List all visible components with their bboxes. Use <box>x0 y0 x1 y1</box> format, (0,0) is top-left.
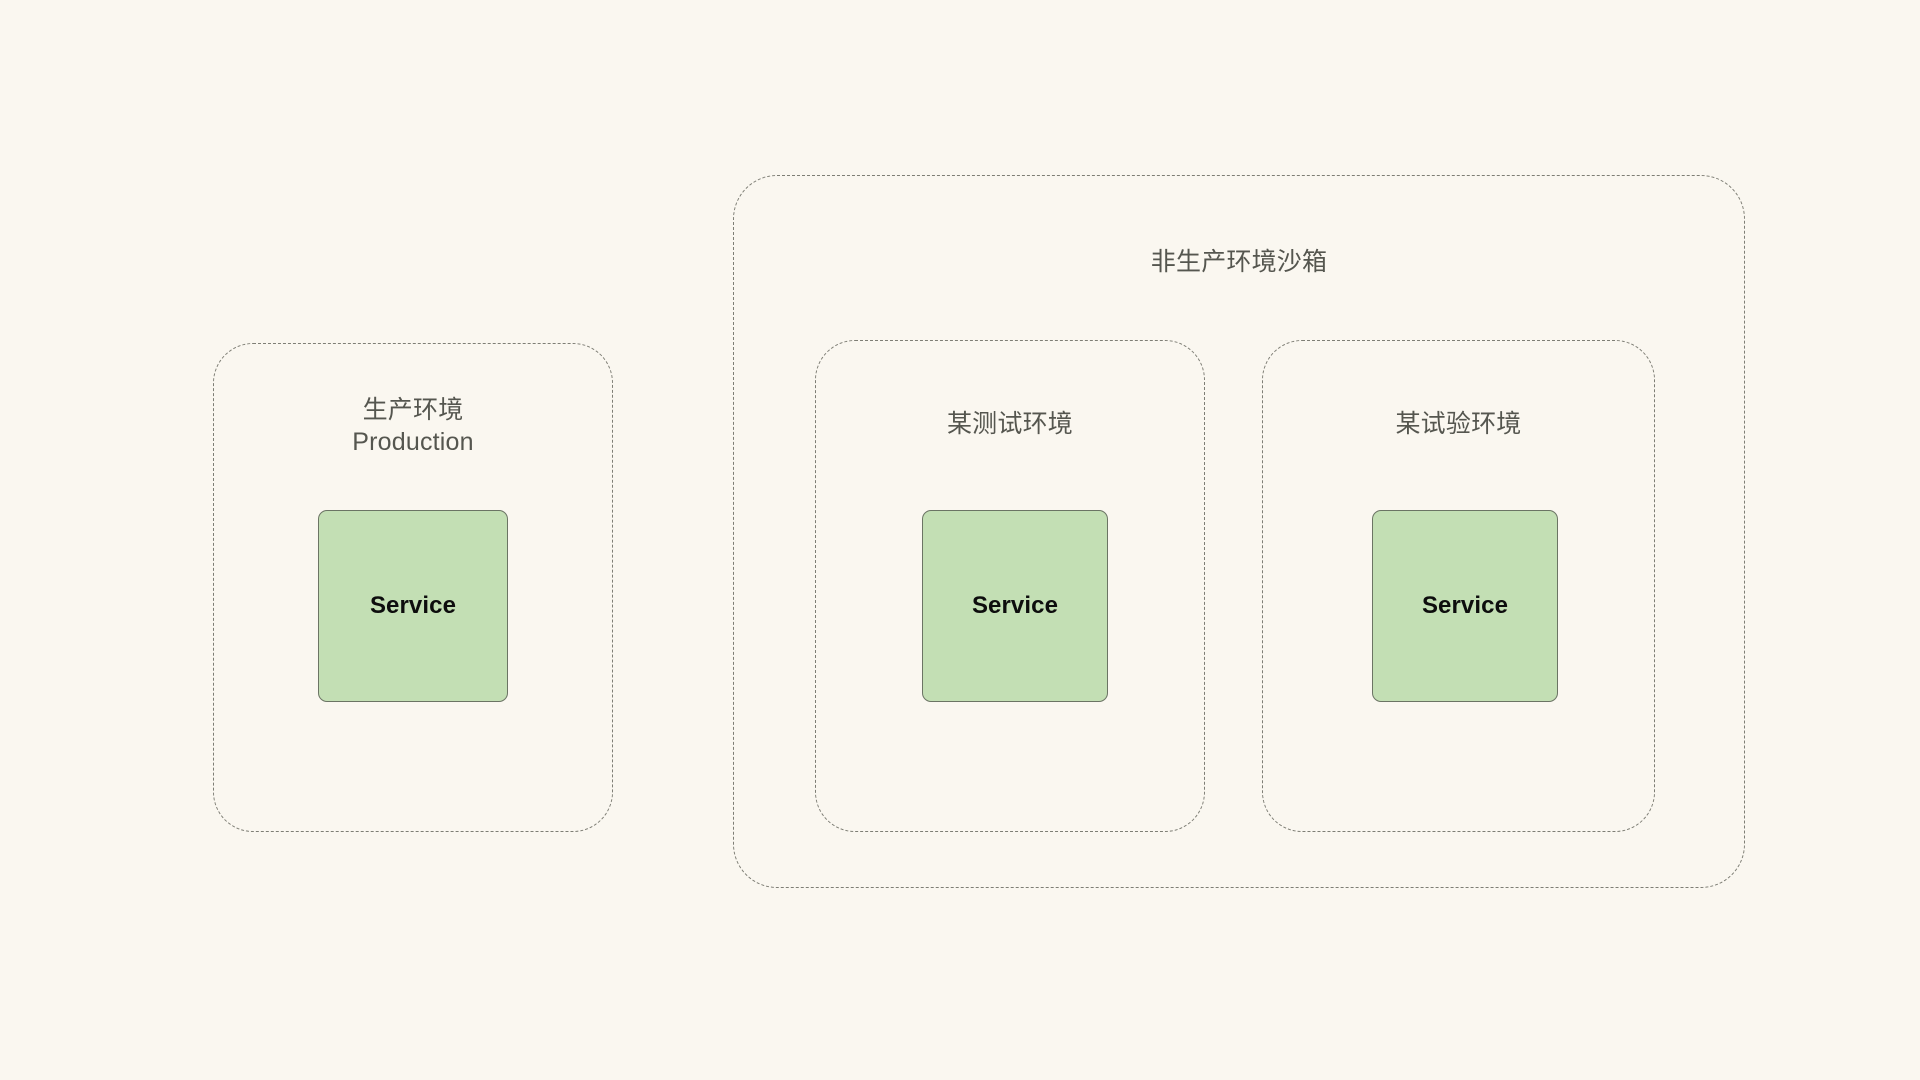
service-node-label: Service <box>971 592 1059 619</box>
sandbox-title-cn: 非生产环境沙箱 <box>1150 248 1328 276</box>
service-node-label: Service <box>369 592 457 619</box>
non-production-sandbox-group[interactable] <box>733 175 1745 888</box>
service-node-label: Service <box>1421 592 1509 619</box>
test-service-node[interactable]: Service <box>922 510 1108 702</box>
production-environment-group[interactable] <box>213 343 613 832</box>
test-environment-group[interactable] <box>815 340 1205 832</box>
production-environment-title: 生产环境 Production <box>213 394 613 458</box>
production-title-cn: 生产环境 <box>362 396 464 424</box>
experimental-environment-title: 某试验环境 <box>1262 408 1655 440</box>
production-title-en: Production <box>352 428 474 456</box>
test-environment-title: 某测试环境 <box>815 408 1205 440</box>
experimental-service-node[interactable]: Service <box>1372 510 1558 702</box>
non-production-sandbox-title: 非生产环境沙箱 <box>733 246 1745 278</box>
experimental-title-cn: 某试验环境 <box>1395 410 1522 438</box>
test-title-cn: 某测试环境 <box>946 410 1073 438</box>
experimental-environment-group[interactable] <box>1262 340 1655 832</box>
production-service-node[interactable]: Service <box>318 510 508 702</box>
